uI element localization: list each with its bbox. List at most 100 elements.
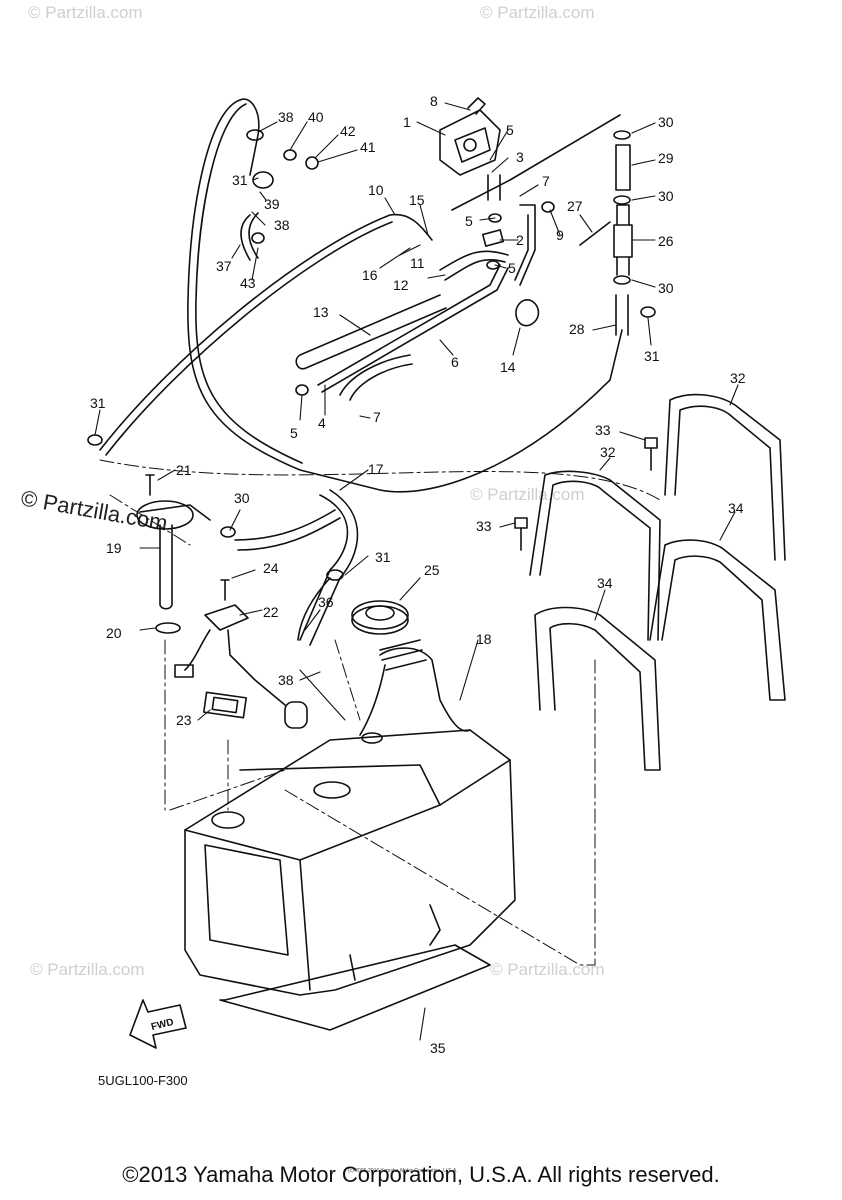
part-label-13: 13 (313, 304, 329, 320)
watermark-text: © Partzilla.com (28, 3, 143, 22)
part-label-39: 39 (264, 196, 280, 212)
hose-right-vert (514, 204, 536, 286)
part-label-5: 5 (465, 213, 473, 229)
part-label-7: 7 (542, 173, 550, 189)
fuel-filter-26 (613, 224, 633, 258)
strap-32-front (529, 470, 661, 641)
o-ring-20 (155, 622, 181, 634)
part-label-33: 33 (595, 422, 611, 438)
forward-arrow (129, 999, 187, 1049)
hose-12 (439, 250, 509, 281)
strap-32-rear (664, 393, 786, 561)
part-label-32: 32 (730, 370, 746, 386)
part-label-31: 31 (232, 172, 248, 188)
part-label-26: 26 (658, 233, 674, 249)
fitting-line (451, 114, 621, 211)
fwd-label: FWD (150, 1017, 175, 1033)
return-hose (234, 509, 341, 551)
part-label-5: 5 (290, 425, 298, 441)
fuel-tank (184, 639, 516, 996)
part-label-22: 22 (263, 604, 279, 620)
hose-28 (615, 294, 629, 336)
fuel-sender (174, 579, 308, 729)
leader-lines (94, 102, 739, 1041)
fuel-pump-stem (159, 524, 173, 610)
part-label-18: 18 (476, 631, 492, 647)
part-label-25: 25 (424, 562, 440, 578)
part-label-17: 17 (368, 461, 384, 477)
tube-27 (579, 221, 611, 246)
part-label-30: 30 (658, 280, 674, 296)
part-label-4: 4 (318, 415, 326, 431)
strap-34-rear (649, 539, 786, 701)
part-label-32: 32 (600, 444, 616, 460)
hose-17 (299, 489, 359, 646)
part-label-40: 40 (308, 109, 324, 125)
vent-hose-loop-inner (195, 103, 303, 464)
small-notice: (c) 2005-2016 Yamaha Motor Corporation, … (348, 1168, 458, 1174)
part-label-14: 14 (500, 359, 516, 375)
mat-35 (219, 944, 491, 1031)
fuel-cock (439, 97, 501, 176)
bolt-33b (514, 517, 528, 529)
hose-37-lower (240, 214, 251, 261)
part-label-15: 15 (409, 192, 425, 208)
part-label-28: 28 (569, 321, 585, 337)
part-label-10: 10 (368, 182, 384, 198)
hose-36 (297, 577, 331, 641)
bolt-33 (644, 437, 658, 449)
part-label-7: 7 (373, 409, 381, 425)
part-label-16: 16 (362, 267, 378, 283)
fuel-hose-10 (99, 213, 433, 451)
part-label-6: 6 (451, 354, 459, 370)
part-label-24: 24 (263, 560, 279, 576)
joint-2 (481, 229, 505, 247)
hose-6 (317, 264, 509, 393)
watermark-text: © Partzilla.com (480, 3, 595, 22)
part-label-3: 3 (516, 149, 524, 165)
part-label-19: 19 (106, 540, 122, 556)
part-label-36: 36 (318, 594, 334, 610)
part-label-31: 31 (375, 549, 391, 565)
part-label-41: 41 (360, 139, 376, 155)
fuel-pump-cap (136, 500, 194, 530)
part-label-42: 42 (340, 123, 356, 139)
hose-4-curve (339, 354, 413, 401)
part-label-29: 29 (658, 150, 674, 166)
watermark-text: © Partzilla.com (490, 960, 605, 979)
hose-3 (487, 174, 501, 201)
part-label-38: 38 (274, 217, 290, 233)
part-label-30: 30 (234, 490, 250, 506)
pipe-29 (615, 144, 631, 191)
part-label-9: 9 (556, 227, 564, 243)
part-label-5: 5 (506, 122, 514, 138)
part-label-20: 20 (106, 625, 122, 641)
part-label-30: 30 (658, 114, 674, 130)
part-label-37: 37 (216, 258, 232, 274)
part-label-43: 43 (240, 275, 256, 291)
reference-lines (99, 459, 661, 966)
part-label-38: 38 (278, 672, 294, 688)
part-label-12: 12 (393, 277, 409, 293)
gasket-23-inner (211, 696, 239, 714)
clip-14 (515, 299, 540, 327)
part-label-30: 30 (658, 188, 674, 204)
part-label-38: 38 (278, 109, 294, 125)
part-label-33: 33 (476, 518, 492, 534)
part-label-8: 8 (430, 93, 438, 109)
part-label-27: 27 (567, 198, 583, 214)
part-labels: 1 2 3 4 5 5 5 5 6 7 7 8 9 10 11 12 13 14… (90, 93, 746, 1174)
part-label-1: 1 (403, 114, 411, 130)
part-label-34: 34 (597, 575, 613, 591)
hose-13 (295, 294, 447, 370)
hose-37 (239, 98, 260, 176)
watermark-text: © Partzilla.com (470, 485, 585, 504)
part-label-21: 21 (176, 462, 192, 478)
gasket-23 (203, 691, 247, 719)
fuel-hose-10-b (105, 221, 393, 456)
vent-hose-loop (187, 99, 623, 493)
part-label-35: 35 (430, 1040, 446, 1056)
part-label-2: 2 (516, 232, 524, 248)
copyright-notice: ©2013 Yamaha Motor Corporation, U.S.A. A… (122, 1162, 720, 1187)
